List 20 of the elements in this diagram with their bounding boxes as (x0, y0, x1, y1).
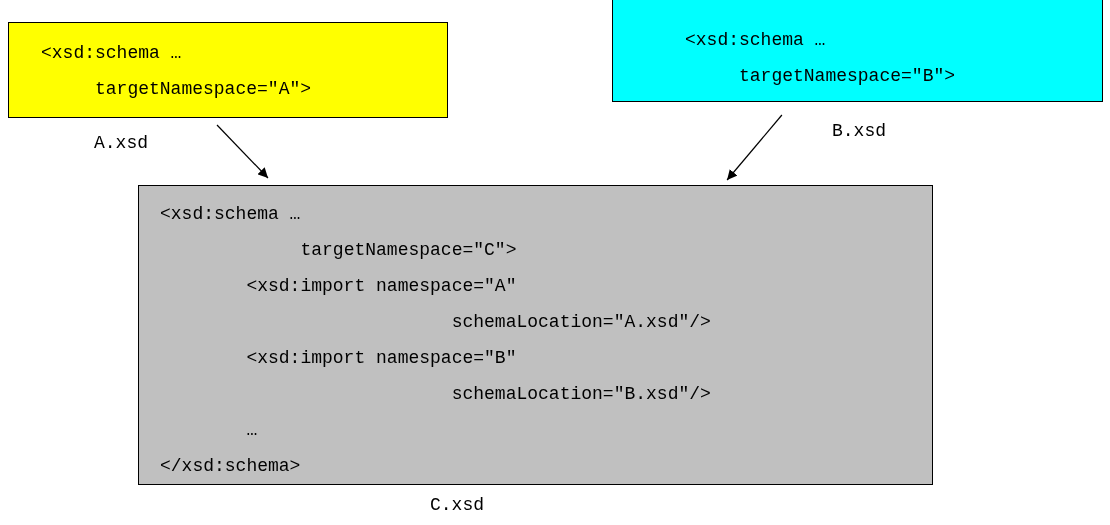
code-line: targetNamespace="B"> (739, 66, 956, 86)
schema-box (138, 185, 933, 485)
schema-box (612, 0, 1103, 102)
arrow (726, 114, 783, 181)
code-line: targetNamespace="A"> (95, 79, 312, 99)
code-line: … (246, 420, 258, 440)
arrow (216, 124, 269, 179)
code-line: schemaLocation="B.xsd"/> (451, 384, 711, 404)
code-line: <xsd:schema … (41, 43, 182, 63)
code-line: <xsd:schema … (160, 204, 301, 224)
code-line: <xsd:import namespace="A" (246, 276, 517, 296)
file-name: C.xsd (430, 494, 484, 516)
file-name: B.xsd (832, 120, 886, 142)
code-line: targetNamespace="C"> (300, 240, 517, 260)
code-line: schemaLocation="A.xsd"/> (451, 312, 711, 332)
code-line: </xsd:schema> (160, 456, 301, 476)
schema-box (8, 22, 448, 118)
code-line: <xsd:schema … (685, 30, 826, 50)
code-line: <xsd:import namespace="B" (246, 348, 517, 368)
file-name: A.xsd (94, 132, 148, 154)
